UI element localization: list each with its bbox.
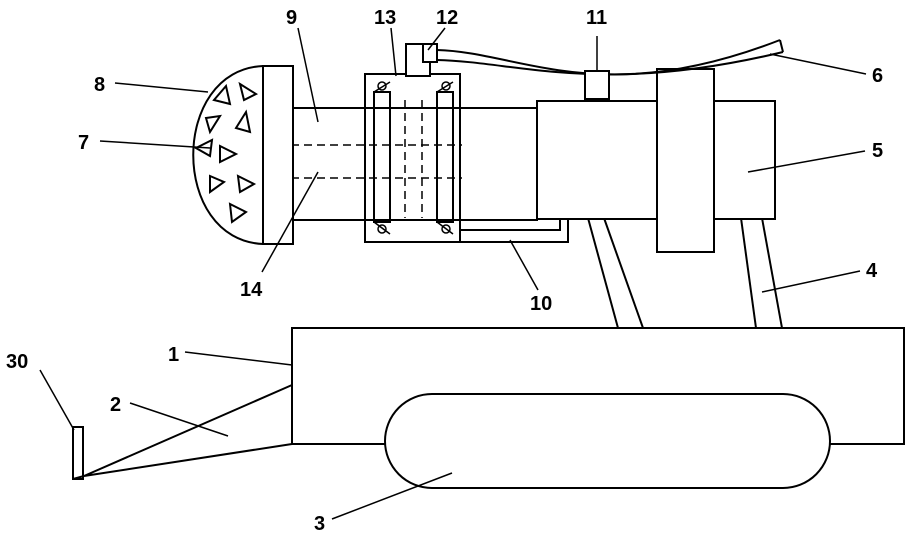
pick-4 [206, 116, 220, 132]
support-leg-rear-b [762, 218, 782, 328]
label-8: 8 [94, 74, 105, 96]
label-11: 11 [586, 7, 607, 29]
label-10: 10 [530, 293, 552, 315]
shaft-tube-left [293, 108, 365, 220]
label-5: 5 [872, 140, 883, 162]
label-13: 13 [374, 7, 396, 29]
pick-9 [230, 204, 246, 222]
support-leg-front-b [604, 218, 643, 328]
pick-1 [240, 84, 256, 100]
return-pipe [460, 220, 560, 230]
cutter-head-flange [263, 66, 293, 244]
rotary-joint-housing [365, 74, 460, 242]
label-2: 2 [110, 394, 121, 416]
blade-plate [73, 427, 83, 479]
leader-30 [40, 370, 74, 430]
hose-end [780, 40, 783, 52]
pick-6 [220, 146, 236, 162]
pick-3 [236, 112, 250, 132]
support-leg-front-a [588, 218, 618, 328]
leader-3 [332, 473, 452, 519]
water-hose [437, 40, 780, 74]
pick-7 [210, 176, 224, 192]
leader-13 [391, 28, 396, 76]
motor-clamp [657, 69, 714, 252]
label-4: 4 [866, 260, 878, 282]
label-7: 7 [78, 132, 89, 154]
leader-1 [185, 352, 292, 365]
label-6: 6 [872, 65, 883, 87]
label-9: 9 [286, 7, 297, 29]
label-1: 1 [168, 344, 179, 366]
bearing-seal-bl [374, 222, 390, 234]
pick-8 [238, 176, 254, 192]
label-12: 12 [436, 7, 458, 29]
label-30: 30 [6, 351, 28, 373]
bearing-right [437, 92, 453, 222]
leader-4 [762, 271, 860, 292]
label-3: 3 [314, 513, 325, 535]
bearing-left [374, 92, 390, 222]
leader-10 [510, 240, 538, 290]
leader-8 [115, 83, 208, 92]
support-leg-rear-a [741, 218, 756, 328]
label-14: 14 [240, 279, 263, 301]
hose-clip [585, 71, 609, 99]
shaft-tube-right [460, 108, 537, 220]
crawler-track [385, 394, 830, 488]
leader-6 [770, 54, 866, 74]
